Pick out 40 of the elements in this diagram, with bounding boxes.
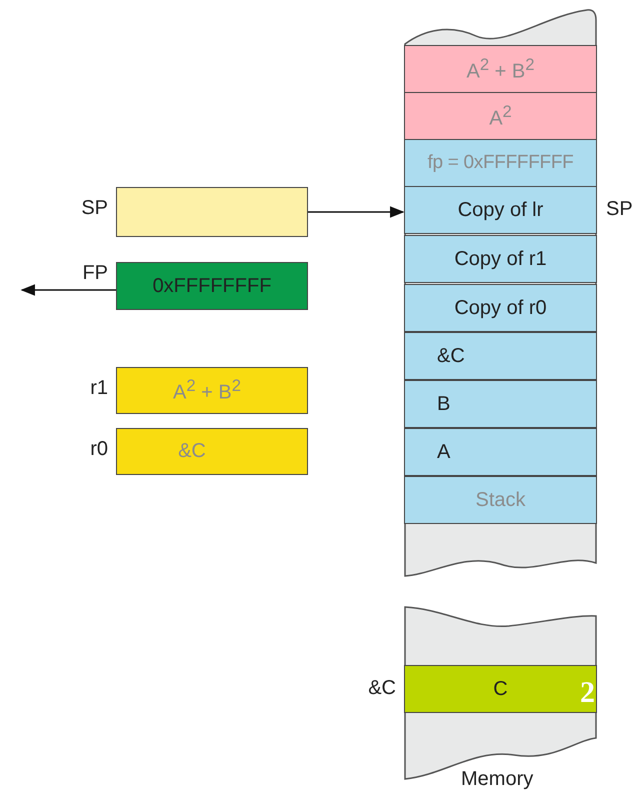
cell-text: B	[437, 392, 450, 416]
register-label: SP	[81, 197, 108, 220]
stack-cell	[404, 428, 597, 476]
stack-cell	[404, 92, 597, 140]
stack-cell	[404, 186, 597, 234]
register-value: &C	[178, 440, 206, 463]
register-label: FP	[82, 262, 108, 285]
cell-text: A$^{2}$ + B$^{2}$	[466, 54, 534, 84]
register-label: r0	[90, 438, 108, 461]
cell-text: Copy of r1	[454, 248, 547, 270]
stack-cell	[404, 476, 597, 524]
register-box	[116, 262, 308, 310]
register-box	[116, 428, 308, 475]
register-box	[116, 367, 308, 414]
address-label: &C	[368, 677, 396, 700]
register-label: r1	[90, 377, 108, 400]
cell-text: A	[437, 440, 450, 464]
register-box	[116, 187, 308, 237]
cell-text: &C	[437, 344, 465, 368]
arrow	[20, 284, 116, 296]
pointer-label: SP	[606, 198, 633, 221]
page-number: 2	[580, 676, 595, 710]
register-value: 0xFFFFFFFF	[152, 274, 272, 298]
cell-text: fp = 0xFFFFFFFF	[428, 152, 574, 174]
stack-cell	[404, 332, 597, 380]
stack-cell	[404, 284, 597, 332]
register-value: A$^{2}$ + B$^{2}$	[172, 376, 241, 405]
stack-cell	[404, 45, 597, 93]
stack-memory-shape	[404, 8, 597, 578]
cell-text: A$^{2}$	[489, 102, 512, 130]
stack-cell	[404, 235, 597, 283]
stack-cell	[404, 139, 597, 187]
stack-cell	[404, 380, 597, 428]
memory-cell	[404, 665, 597, 713]
cell-text: Copy of lr	[458, 198, 544, 222]
arrow	[308, 206, 404, 218]
memory-label: Memory	[461, 768, 534, 791]
cell-text: C	[493, 678, 508, 700]
cell-text: Stack	[475, 488, 526, 512]
cell-text: Copy of r0	[454, 296, 547, 320]
